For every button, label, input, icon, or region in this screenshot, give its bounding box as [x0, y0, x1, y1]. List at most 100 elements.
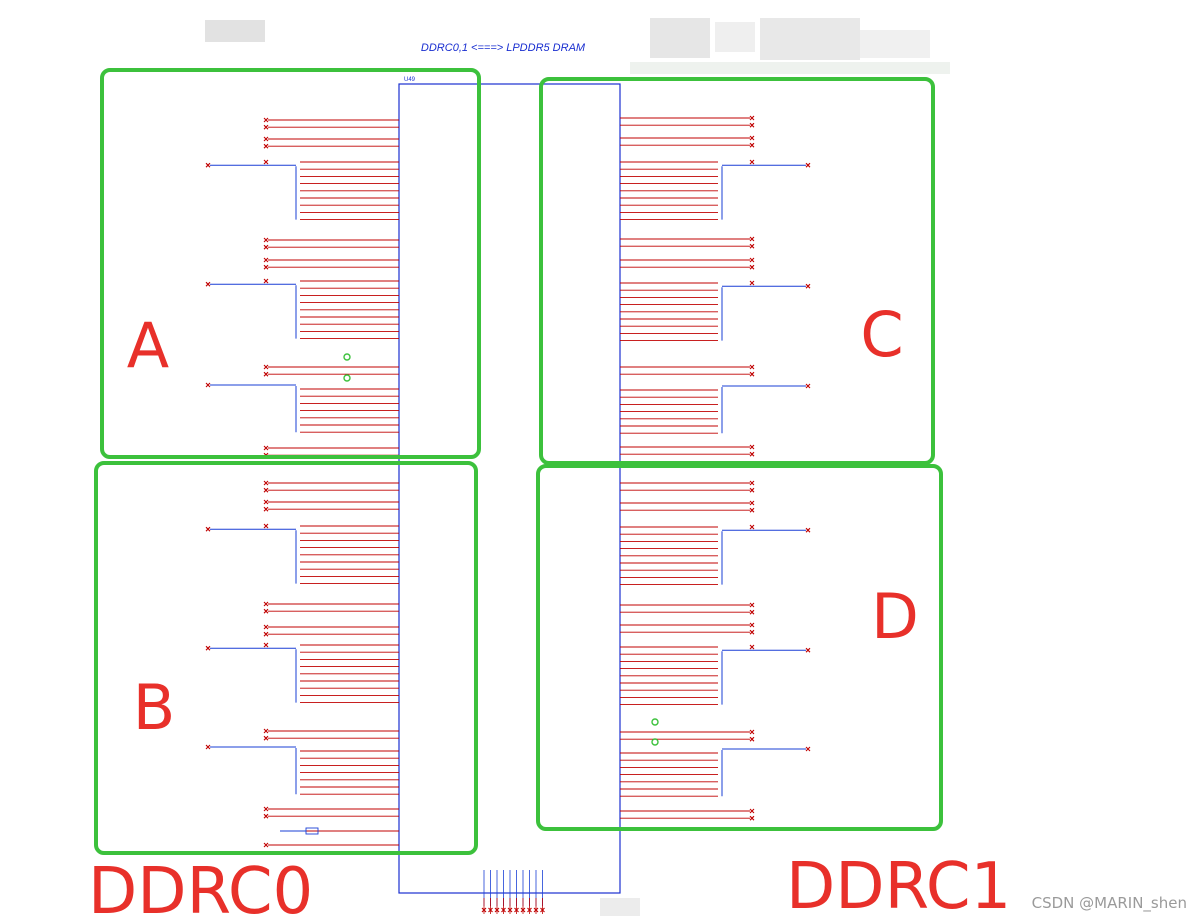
no-connect-marker [749, 280, 755, 286]
no-connect-marker [263, 364, 269, 370]
no-connect-marker [749, 264, 755, 270]
redacted-block [630, 62, 950, 74]
pin-group [620, 644, 811, 706]
pad-marker [343, 374, 351, 382]
no-connect-marker [749, 115, 755, 121]
pin-group [620, 746, 811, 797]
no-connect-marker [749, 602, 755, 608]
no-connect-marker [749, 480, 755, 486]
no-connect-marker [263, 117, 269, 123]
no-connect-marker [205, 281, 211, 287]
no-connect-marker [263, 642, 269, 648]
no-connect-marker [533, 907, 539, 913]
no-connect-marker [263, 278, 269, 284]
chip-reference: U49 [404, 77, 416, 83]
no-connect-marker [263, 487, 269, 493]
no-connect-marker [263, 136, 269, 142]
no-connect-marker [749, 159, 755, 165]
ddrc1-label: DDRC1 [786, 850, 1011, 922]
pin-group [620, 159, 811, 221]
pad-marker [651, 718, 659, 726]
ddrc0-label: DDRC0 [88, 855, 313, 922]
pin-group [620, 500, 755, 513]
no-connect-marker [205, 382, 211, 388]
no-connect-marker [749, 736, 755, 742]
region-b-box [94, 461, 478, 855]
no-connect-marker [205, 526, 211, 532]
pin-group [620, 280, 811, 342]
pin-group [263, 364, 399, 377]
pin-group [263, 624, 399, 637]
pin-group [620, 135, 755, 148]
no-connect-marker [805, 746, 811, 752]
no-connect-marker [749, 729, 755, 735]
no-connect-marker [749, 236, 755, 242]
no-connect-marker [520, 907, 526, 913]
no-connect-marker [205, 162, 211, 168]
no-connect-marker [749, 444, 755, 450]
no-connect-marker [805, 283, 811, 289]
no-connect-marker [749, 451, 755, 457]
no-connect-marker [263, 842, 269, 848]
no-connect-marker [263, 244, 269, 250]
no-connect-marker [263, 813, 269, 819]
region-a-label: A [127, 309, 169, 382]
no-connect-marker [749, 364, 755, 370]
ddrc0-signal-column [205, 117, 399, 848]
watermark: CSDN @MARIN_shen [1032, 894, 1187, 913]
redacted-block [205, 20, 265, 42]
no-connect-marker [749, 135, 755, 141]
pin-group [205, 642, 399, 704]
redacted-block [715, 22, 755, 52]
no-connect-marker [749, 257, 755, 263]
no-connect-marker [263, 159, 269, 165]
no-connect-marker [749, 122, 755, 128]
pin-group [263, 601, 399, 614]
pin-group [205, 382, 399, 433]
no-connect-marker [805, 162, 811, 168]
no-connect-marker [805, 383, 811, 389]
pin-group [263, 237, 399, 250]
pin-group [263, 136, 399, 149]
no-connect-marker [749, 622, 755, 628]
no-connect-marker [805, 527, 811, 533]
no-connect-marker [263, 601, 269, 607]
no-connect-marker [263, 728, 269, 734]
no-connect-marker [749, 371, 755, 377]
redacted-block [650, 18, 710, 58]
region-b-label: B [133, 671, 176, 744]
no-connect-marker [749, 487, 755, 493]
no-connect-marker [263, 445, 269, 451]
no-connect-marker [263, 523, 269, 529]
pin-group [263, 806, 399, 819]
no-connect-marker [488, 907, 493, 913]
no-connect-marker [263, 237, 269, 243]
redacted-block [600, 898, 640, 916]
no-connect-marker [263, 499, 269, 505]
no-connect-marker [527, 907, 532, 913]
pin-group [620, 383, 811, 434]
no-connect-marker [749, 815, 755, 821]
no-connect-marker [501, 907, 506, 913]
pin-group [205, 278, 399, 340]
pin-group [263, 117, 399, 130]
pin-group [280, 827, 399, 835]
no-connect-marker [263, 480, 269, 486]
ddrc1-signal-column [620, 115, 811, 821]
no-connect-marker [263, 124, 269, 130]
no-connect-marker [749, 142, 755, 148]
pin-group [263, 842, 399, 848]
no-connect-marker [481, 907, 487, 913]
pin-group [620, 808, 755, 821]
region-a-box [100, 68, 481, 459]
pin-group [620, 364, 755, 377]
region-c-label: C [860, 298, 903, 371]
no-connect-marker [749, 609, 755, 615]
region-d-box [536, 464, 943, 831]
region-d-label: D [871, 580, 919, 653]
pin-group [620, 729, 755, 742]
no-connect-marker [263, 264, 269, 270]
no-connect-marker [263, 143, 269, 149]
pin-group [205, 523, 399, 585]
